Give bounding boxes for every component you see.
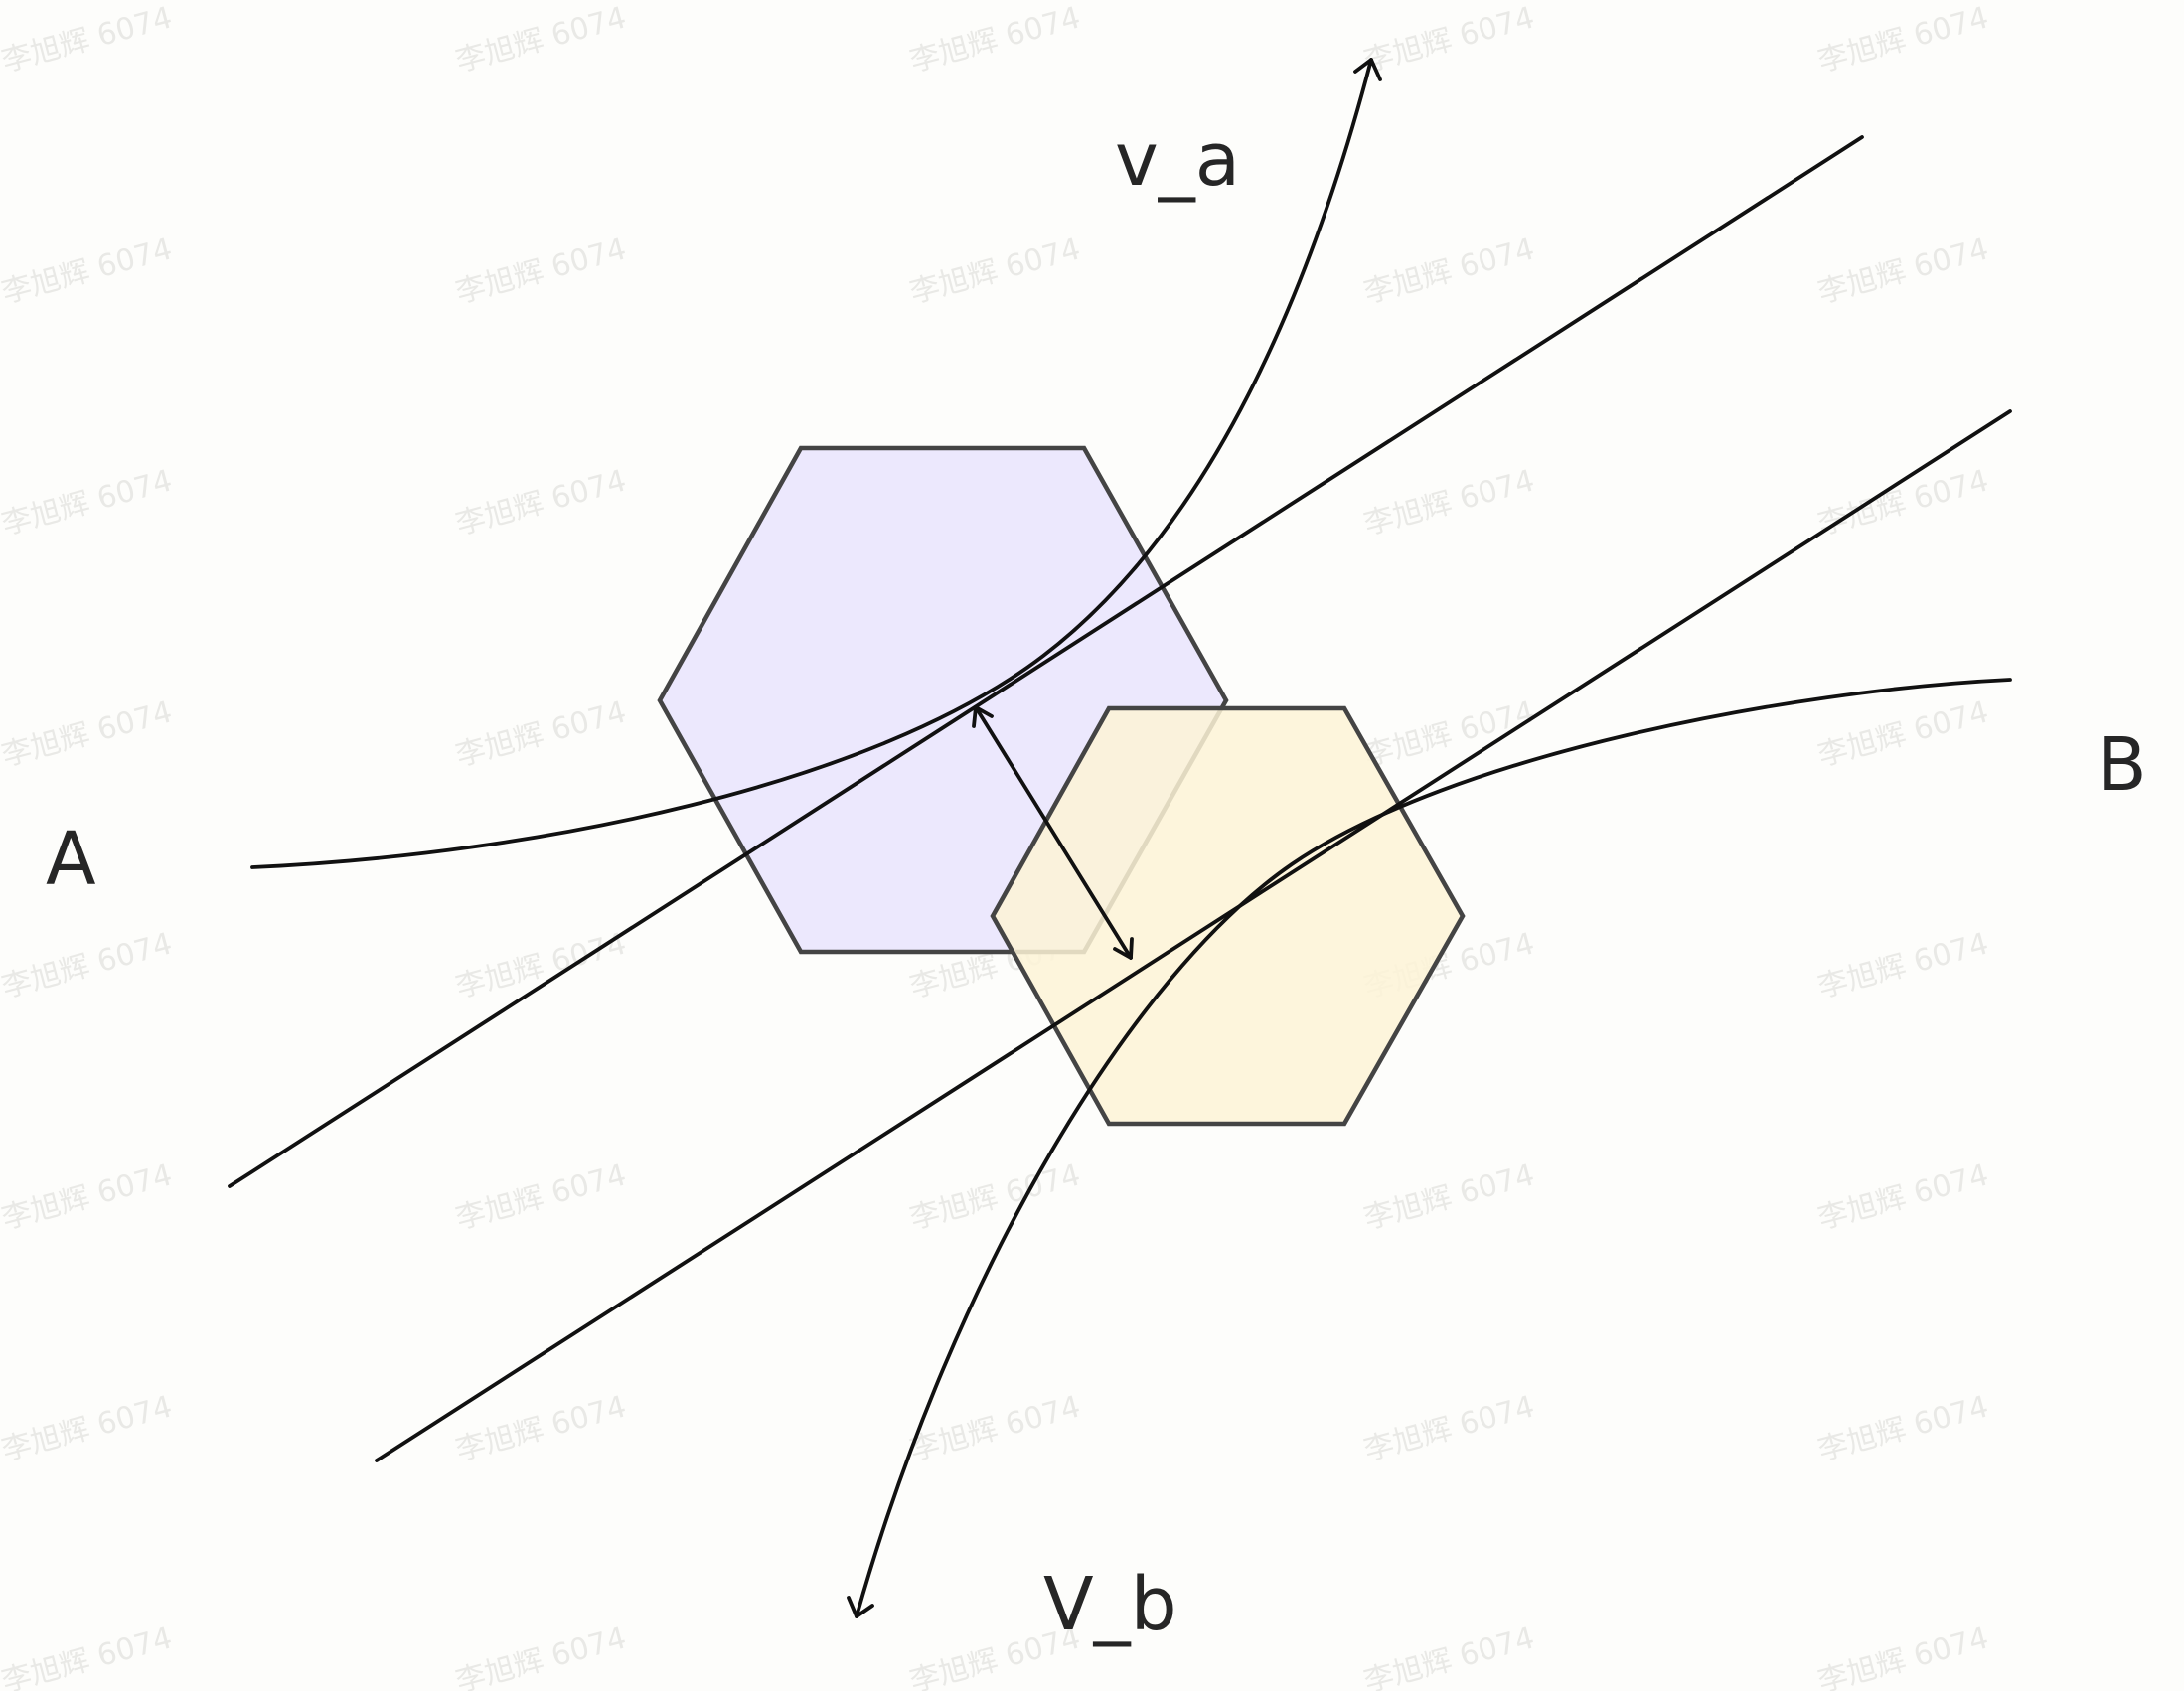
distance-arrowhead-top <box>972 705 994 728</box>
distance-arrowhead-bottom <box>1113 937 1134 960</box>
upper-straight-line <box>228 135 1864 1188</box>
distance-double-arrow <box>974 705 1133 960</box>
v-a-arrowhead <box>1353 58 1382 81</box>
v-b-arrowhead <box>847 1596 874 1618</box>
label-b: B <box>2097 722 2147 808</box>
lower-straight-line <box>375 409 2012 1462</box>
trajectory-b-curve <box>855 678 2012 1618</box>
label-v-b: V_b <box>1043 1562 1177 1647</box>
label-a: A <box>46 817 96 902</box>
label-v-a: v_a <box>1115 117 1240 203</box>
trajectory-a-curve <box>250 58 1373 869</box>
